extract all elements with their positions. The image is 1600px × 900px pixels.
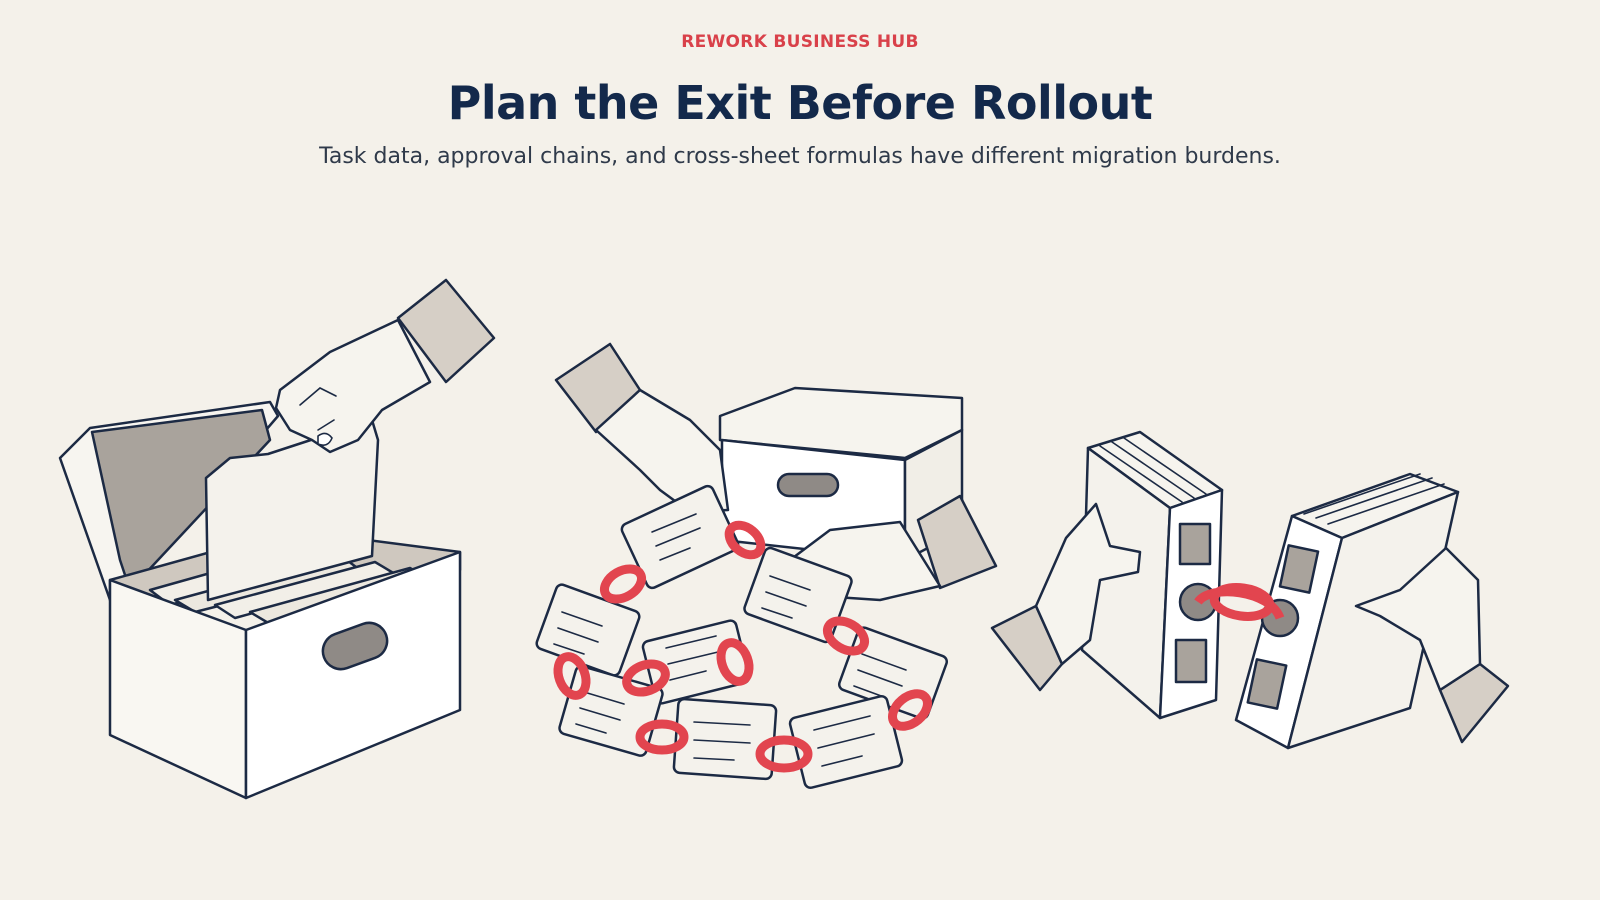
eyebrow-label: REWORK BUSINESS HUB (681, 32, 919, 52)
two-linked-books-icon (990, 430, 1510, 750)
page-title: Plan the Exit Before Rollout (447, 76, 1153, 130)
chain-of-linked-cards-icon (535, 342, 998, 790)
page-subtitle: Task data, approval chains, and cross-sh… (319, 144, 1281, 169)
file-box-with-hand-icon (58, 278, 496, 800)
